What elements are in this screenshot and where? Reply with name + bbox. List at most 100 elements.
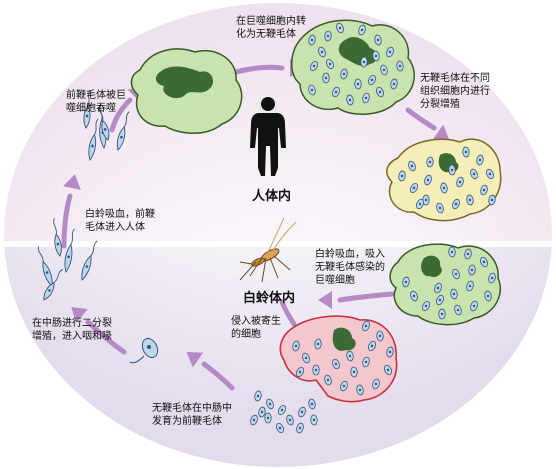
macrophage-icon bbox=[130, 48, 243, 134]
amastigote-icon bbox=[466, 280, 474, 292]
amastigote-icon bbox=[340, 68, 348, 80]
amastigote-icon bbox=[360, 56, 368, 68]
amastigote-icon bbox=[324, 374, 332, 386]
amastigote-icon bbox=[346, 350, 354, 362]
amastigote-icon bbox=[436, 294, 444, 306]
amastigote-icon bbox=[416, 198, 424, 210]
amastigote-icon bbox=[362, 356, 370, 368]
amastigote-icon bbox=[362, 92, 370, 104]
amastigote-icon bbox=[308, 398, 316, 410]
amastigote-icon bbox=[380, 64, 388, 76]
amastigote-icon bbox=[384, 364, 392, 376]
promastigote-icon bbox=[64, 228, 75, 274]
amastigote-icon bbox=[336, 22, 344, 34]
macrophage-icon bbox=[389, 243, 501, 326]
sandfly-icon bbox=[239, 217, 297, 283]
amastigote-icon bbox=[464, 248, 472, 260]
amastigote-icon bbox=[324, 30, 332, 42]
amastigote-icon bbox=[486, 168, 494, 180]
amastigote-icon bbox=[254, 390, 262, 402]
amastigote-icon bbox=[456, 176, 464, 188]
amastigote-icon bbox=[422, 194, 430, 206]
invaded-cell bbox=[250, 315, 398, 434]
amastigote-icon bbox=[302, 352, 310, 364]
amastigote-icon bbox=[286, 414, 294, 426]
amastigote-icon bbox=[454, 304, 462, 316]
amastigote-icon bbox=[484, 290, 492, 302]
step-midgut-divide-label: 在中肠进行二分裂 增殖，进入咽和喙 bbox=[32, 318, 112, 342]
macrophage-icon bbox=[291, 19, 415, 115]
amastigote-icon bbox=[468, 264, 476, 276]
amastigote-icon bbox=[326, 58, 334, 70]
amastigote-icon bbox=[314, 338, 322, 350]
amastigote-icon bbox=[322, 72, 330, 84]
amastigote-icon bbox=[308, 84, 316, 96]
amastigote-icon bbox=[354, 78, 362, 90]
amastigote-icon bbox=[448, 164, 456, 176]
amastigote-icon bbox=[376, 330, 384, 342]
amastigote-icon bbox=[258, 406, 266, 418]
amastigote-icon bbox=[332, 86, 340, 98]
amastigote-icon bbox=[332, 358, 340, 370]
amastigote-icon bbox=[386, 346, 394, 358]
amastigote-icon bbox=[372, 378, 380, 390]
amastigote-icon bbox=[292, 340, 300, 352]
amastigote-icon bbox=[276, 422, 284, 434]
amastigote-icon bbox=[298, 406, 306, 418]
amastigote-icon bbox=[296, 422, 304, 434]
amastigote-icon bbox=[402, 276, 410, 288]
amastigote-icon bbox=[356, 384, 364, 396]
amastigote-icon bbox=[440, 182, 448, 194]
step-fly-bite-inject-label: 白蛉吸血，前鞭 毛体进入人体 bbox=[85, 209, 155, 233]
amastigote-icon bbox=[462, 146, 470, 158]
amastigote-icon bbox=[340, 380, 348, 392]
step-midgut-develop-label: 无鞭毛体在中肠中 发育为前鞭毛体 bbox=[152, 403, 232, 427]
amastigote-icon bbox=[129, 337, 159, 364]
sandfly-host-label: 白蛉体内 bbox=[243, 291, 296, 306]
promastigote-icon bbox=[37, 246, 53, 287]
amastigote-icon bbox=[450, 288, 458, 300]
amastigote-icon bbox=[421, 300, 431, 312]
amastigote-icon bbox=[470, 300, 478, 312]
step-invade-label: 侵入被寄生 的细胞 bbox=[231, 316, 281, 340]
amastigote-icon bbox=[368, 340, 376, 352]
promastigote-icon bbox=[37, 89, 130, 301]
amastigote-icon bbox=[436, 202, 444, 214]
amastigote-icon bbox=[372, 50, 380, 62]
amastigote-icon bbox=[426, 156, 434, 168]
promastigote-icon bbox=[43, 268, 64, 301]
amastigote-icon bbox=[346, 94, 354, 106]
promastigote-icon bbox=[53, 218, 62, 257]
amastigote-icon bbox=[362, 320, 370, 332]
amastigote-icon bbox=[410, 290, 418, 302]
human-silhouette-icon bbox=[250, 97, 286, 176]
promastigote-icon bbox=[81, 240, 98, 281]
amastigote-icon bbox=[386, 46, 394, 58]
amastigote-icon bbox=[480, 256, 488, 268]
amastigote-icon bbox=[438, 308, 446, 320]
step-transform-label: 在巨噬细胞内转 化为无鞭毛体 bbox=[236, 16, 306, 40]
amastigote-icon bbox=[396, 60, 404, 72]
human-host-label: 人体内 bbox=[252, 189, 292, 204]
amastigote-icon bbox=[488, 194, 496, 206]
amastigote-icon bbox=[424, 174, 432, 186]
amastigote-icon bbox=[308, 34, 316, 46]
step-phagocytosed-label: 前鞭毛体被巨 噬细胞吞噬 bbox=[66, 90, 126, 114]
amastigote-icon bbox=[408, 160, 416, 172]
amastigote-icon bbox=[376, 86, 384, 98]
amastigote-icon bbox=[318, 46, 326, 58]
amastigote-icon bbox=[476, 154, 484, 166]
step-fly-bite-ingest-label: 白蛉吸血，吸入 无鞭毛体感染的 巨噬细胞 bbox=[315, 249, 385, 286]
amastigote-icon bbox=[480, 184, 488, 196]
amastigote-icon bbox=[452, 198, 460, 210]
amastigote-icon bbox=[312, 364, 320, 376]
amastigote-icon bbox=[358, 24, 366, 36]
amastigote-icon bbox=[310, 414, 318, 426]
amastigote-icon bbox=[374, 34, 382, 46]
promastigote-icon bbox=[83, 89, 91, 129]
tissue-cells bbox=[386, 138, 502, 222]
amastigote-icon bbox=[264, 412, 272, 424]
amastigote-icon bbox=[368, 74, 376, 86]
amastigote-icon bbox=[470, 168, 478, 180]
